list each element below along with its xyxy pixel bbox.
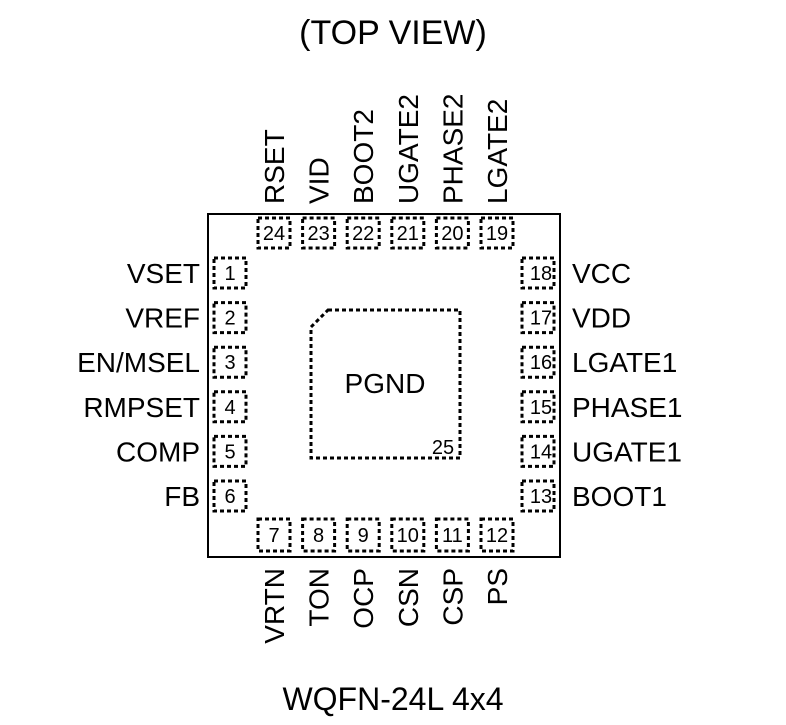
pin-number-19: 19 [486, 223, 508, 245]
pin-name-14: UGATE1 [572, 436, 682, 467]
pin-number-1: 1 [224, 263, 235, 285]
pin-number-11: 11 [442, 525, 463, 547]
pin-pad-16 [520, 345, 556, 379]
pin-pad-22 [345, 216, 381, 250]
pin-number-3: 3 [224, 352, 235, 374]
pin-number-12: 12 [486, 525, 508, 547]
pins-top: 24 RSET 23 VID 22 BOOT2 21 UGATE2 20 PHASE2 19 LGAT… [256, 94, 515, 250]
pin-pad-23 [301, 216, 337, 250]
pin-name-6: FB [164, 481, 200, 512]
pin-name-19: LGATE2 [482, 99, 513, 204]
pin-pad-24 [256, 216, 292, 250]
pin-name-9: OCP [348, 568, 379, 629]
pin-name-10: CSN [393, 568, 424, 627]
pin-number-16: 16 [530, 352, 552, 374]
pin-pad-15 [520, 390, 556, 424]
pin-name-12: PS [482, 568, 513, 605]
pin-pad-1 [212, 256, 248, 290]
pin-pad-13 [520, 479, 556, 513]
pin-pad-5 [212, 434, 248, 468]
pin-number-14: 14 [530, 441, 552, 463]
pin-pad-20 [434, 216, 470, 250]
package-outline [207, 213, 561, 558]
pin-pad-11 [434, 517, 470, 553]
pin-name-22: BOOT2 [348, 109, 379, 204]
pin-name-7: VRTN [259, 568, 290, 644]
pin-name-21: UGATE2 [393, 94, 424, 204]
pin-name-16: LGATE1 [572, 347, 677, 378]
pin-number-7: 7 [268, 525, 279, 547]
pin-pad-7 [256, 517, 292, 553]
pin-number-9: 9 [358, 525, 369, 547]
pins-right: 18 VCC 17 VDD 16 LGATE1 15 PHASE1 14 UGATE1 13 BOOT… [520, 256, 683, 513]
pin-number-10: 10 [397, 525, 419, 547]
pin-name-1: VSET [127, 258, 200, 289]
pin-number-6: 6 [224, 486, 235, 508]
pin-pad-10 [390, 517, 426, 553]
pin-number-20: 20 [441, 223, 463, 245]
pin-pad-19 [479, 216, 515, 250]
pins-left: 1 VSET 2 VREF 3 EN/MSEL 4 RMPSET 5 COMP 6 FB [77, 256, 248, 513]
pin-number-22: 22 [352, 223, 374, 245]
pin-number-4: 4 [224, 397, 235, 419]
pin-name-8: TON [304, 568, 335, 627]
pin-name-23: VID [304, 157, 335, 204]
pin-pad-14 [520, 434, 556, 468]
pin-number-15: 15 [530, 397, 552, 419]
pin-number-13: 13 [530, 486, 552, 508]
pin-pad-3 [212, 345, 248, 379]
pin-name-5: COMP [116, 436, 200, 467]
pin-number-24: 24 [263, 223, 285, 245]
pin-number-2: 2 [224, 308, 235, 330]
pin-pad-9 [345, 517, 381, 553]
pin-name-13: BOOT1 [572, 481, 667, 512]
pin-pad-21 [390, 216, 426, 250]
pin-name-2: VREF [125, 303, 200, 334]
pin-name-17: VDD [572, 303, 631, 334]
exposed-pad-number: 25 [432, 437, 454, 459]
pin-pad-12 [479, 517, 515, 553]
package-caption: WQFN-24L 4x4 [282, 681, 503, 717]
pin-number-17: 17 [530, 308, 552, 330]
pin-pad-6 [212, 479, 248, 513]
pin-name-18: VCC [572, 258, 631, 289]
exposed-pad-label: PGND [345, 368, 426, 399]
pin-name-20: PHASE2 [437, 94, 468, 205]
pin-pad-4 [212, 390, 248, 424]
pin-name-11: CSP [437, 568, 468, 626]
pin-number-5: 5 [224, 441, 235, 463]
pin-number-21: 21 [397, 223, 419, 245]
pin-number-23: 23 [307, 223, 329, 245]
pin-number-8: 8 [313, 525, 324, 547]
pin-pad-18 [520, 256, 556, 290]
pin-name-3: EN/MSEL [77, 347, 200, 378]
diagram-title: (TOP VIEW) [299, 14, 487, 52]
pin-name-24: RSET [259, 129, 290, 204]
pin-name-4: RMPSET [83, 392, 200, 423]
pin-number-18: 18 [530, 263, 552, 285]
pin-pad-17 [520, 301, 556, 335]
pin-pad-2 [212, 301, 248, 335]
pin-pad-8 [301, 517, 337, 553]
pin-name-15: PHASE1 [572, 392, 683, 423]
